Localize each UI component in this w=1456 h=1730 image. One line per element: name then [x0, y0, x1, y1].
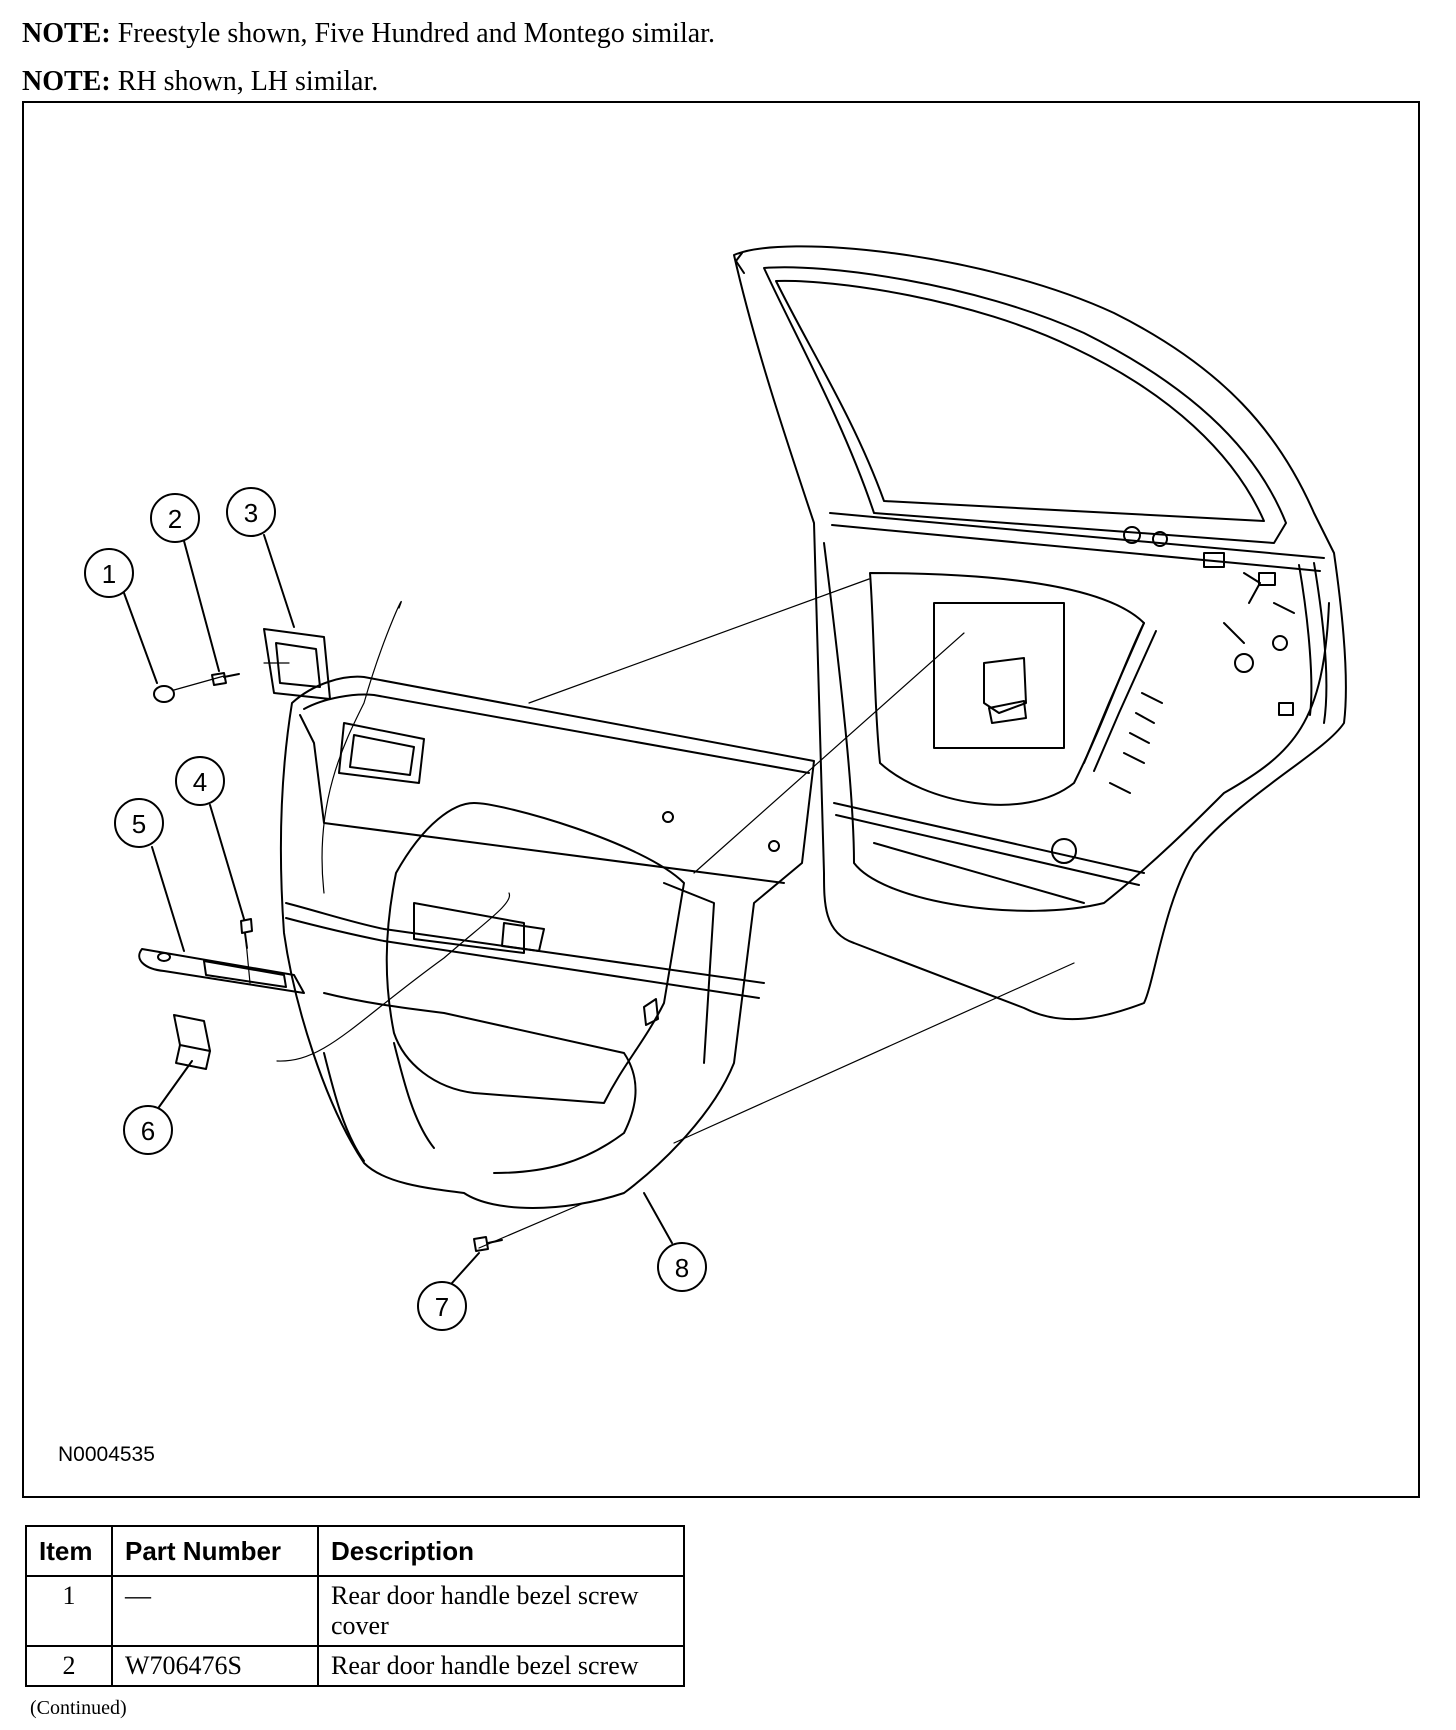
- parts-table: Item Part Number Description 1 — Rear do…: [25, 1525, 685, 1687]
- callout-8: 8: [675, 1253, 689, 1283]
- callout-4: 4: [193, 767, 207, 797]
- door-trim-panel-diagram: 1 2 3 4 5 6 7 8 N0004535: [22, 101, 1420, 1498]
- callout-2: 2: [168, 504, 182, 534]
- row-part-number: W706476S: [111, 1645, 319, 1687]
- row-description: Rear door handle bezel screw cover: [317, 1575, 685, 1647]
- callouts: [84, 487, 707, 1331]
- table-row: 2 W706476S Rear door handle bezel screw: [25, 1645, 685, 1687]
- row-item: 2: [25, 1645, 113, 1687]
- continued-note: (Continued): [30, 1697, 127, 1719]
- callout-6: 6: [141, 1116, 155, 1146]
- header-part-number: Part Number: [111, 1525, 319, 1577]
- callout-1: 1: [102, 559, 116, 589]
- door-shell: [733, 245, 1347, 1021]
- header-description: Description: [317, 1525, 685, 1577]
- note-freestyle: NOTE: Freestyle shown, Five Hundred and …: [22, 18, 715, 49]
- figure-id: N0004535: [58, 1443, 155, 1466]
- table-row: 1 — Rear door handle bezel screw cover: [25, 1575, 685, 1647]
- header-item: Item: [25, 1525, 113, 1577]
- alignment-lines: [173, 578, 1075, 1249]
- row-item: 1: [25, 1575, 113, 1647]
- table-header-row: Item Part Number Description: [25, 1525, 685, 1577]
- callout-5: 5: [132, 809, 146, 839]
- row-description: Rear door handle bezel screw: [317, 1645, 685, 1687]
- row-part-number: —: [111, 1575, 319, 1647]
- callout-3: 3: [244, 498, 258, 528]
- small-parts: [138, 628, 503, 1252]
- callout-7: 7: [435, 1292, 449, 1322]
- door-trim-panel: [279, 675, 815, 1209]
- note-rh-lh: NOTE: RH shown, LH similar.: [22, 66, 379, 97]
